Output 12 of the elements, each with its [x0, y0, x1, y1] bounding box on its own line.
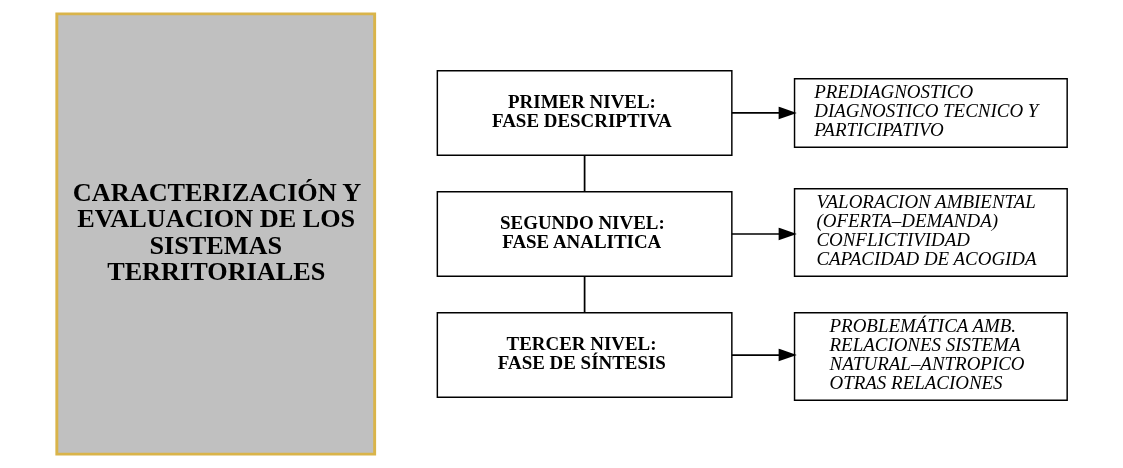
node-box: PRIMER NIVEL: FASE DESCRIPTIVA — [436, 69, 733, 156]
arrow — [730, 348, 797, 362]
node-box: VALORACION AMBIENTAL (OFERTA–DEMANDA) CONFLICTIVIDAD CAPACIDAD DE ACOGIDA — [793, 188, 1068, 277]
node-box: TERCER NIVEL: FASE DE SÍNTESIS — [436, 312, 733, 399]
connector — [583, 275, 585, 314]
connector — [583, 154, 585, 193]
node-box: CARACTERIZACIÓN Y EVALUACION DE LOS SISTEMAS TERRITORIALES — [54, 12, 376, 456]
arrow — [730, 106, 797, 120]
node-box: PREDIAGNOSTICO DIAGNOSTICO TECNICO Y PARTICIPATIVO — [793, 78, 1068, 148]
node-box: PROBLEMÁTICA AMB. RELACIONES SISTEMA NATURAL–ANTROPICO OTRAS RELACIONES — [793, 312, 1068, 401]
node-box: SEGUNDO NIVEL: FASE ANALITICA — [436, 191, 733, 277]
arrow — [730, 227, 797, 241]
